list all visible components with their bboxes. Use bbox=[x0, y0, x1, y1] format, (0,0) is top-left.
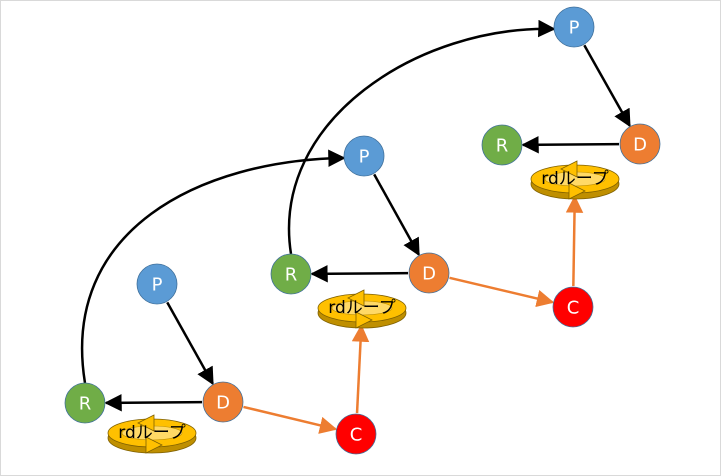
edge-d1-to-c1 bbox=[243, 405, 338, 434]
node-circle bbox=[343, 135, 385, 177]
node-circle bbox=[202, 381, 244, 423]
loop-arrow-right-icon bbox=[355, 311, 373, 329]
node-p-p3: P bbox=[553, 6, 595, 48]
rd-loop-label: rdループ bbox=[541, 169, 608, 189]
loop-arrow-left-icon bbox=[560, 160, 578, 178]
node-circle bbox=[619, 123, 661, 165]
rd-loop-2: rdループ bbox=[317, 289, 407, 329]
loop-arrow-left-icon bbox=[347, 289, 365, 307]
node-d-d1: D bbox=[202, 381, 244, 423]
node-c-c2: C bbox=[552, 286, 594, 328]
node-label: R bbox=[79, 394, 92, 415]
node-circle bbox=[136, 263, 178, 305]
edge-r2-to-p3 bbox=[287, 19, 556, 255]
edge-d2-to-r2 bbox=[310, 264, 409, 283]
edge-d3-to-r3 bbox=[521, 135, 620, 154]
node-p-p1: P bbox=[136, 263, 178, 305]
edges-layer bbox=[80, 19, 631, 434]
edge-d1-to-r1 bbox=[104, 393, 203, 412]
edge-p3-to-d3 bbox=[583, 44, 631, 128]
nodes-layer: P D R C P D R C P D R bbox=[64, 6, 661, 455]
loops-layer: rdループ rdループ rdループ bbox=[107, 160, 620, 454]
node-circle bbox=[552, 286, 594, 328]
edge-p1-to-d1 bbox=[166, 301, 214, 386]
node-r-r2: R bbox=[270, 253, 312, 295]
node-c-c1: C bbox=[335, 413, 377, 455]
node-circle bbox=[408, 252, 450, 294]
node-r-r1: R bbox=[64, 382, 106, 424]
node-r-r3: R bbox=[481, 124, 523, 166]
rd-loop-label: rdループ bbox=[118, 423, 185, 443]
node-label: R bbox=[285, 265, 298, 286]
rd-loop-label: rdループ bbox=[328, 298, 395, 318]
edge-c2-to-loop3 bbox=[565, 195, 584, 287]
node-label: P bbox=[359, 147, 370, 168]
node-circle bbox=[64, 382, 106, 424]
rd-loop-1: rdループ bbox=[107, 414, 197, 454]
node-label: C bbox=[567, 298, 580, 319]
node-label: P bbox=[569, 18, 580, 39]
node-label: R bbox=[496, 136, 509, 157]
edge-d2-to-c2 bbox=[449, 276, 555, 308]
node-d-d3: D bbox=[619, 123, 661, 165]
node-circle bbox=[481, 124, 523, 166]
edge-p2-to-d2 bbox=[373, 173, 420, 257]
node-label: D bbox=[422, 264, 436, 285]
rd-loop-3: rdループ bbox=[530, 160, 620, 200]
node-d-d2: D bbox=[408, 252, 450, 294]
node-circle bbox=[553, 6, 595, 48]
edge-r1-to-p2 bbox=[80, 149, 346, 384]
node-label: P bbox=[152, 275, 163, 296]
edge-c1-to-loop2 bbox=[351, 324, 370, 414]
node-p-p2: P bbox=[343, 135, 385, 177]
node-label: C bbox=[350, 425, 363, 446]
node-label: D bbox=[216, 393, 230, 414]
loop-arrow-right-icon bbox=[568, 182, 586, 200]
loop-arrow-left-icon bbox=[137, 414, 155, 432]
node-circle bbox=[335, 413, 377, 455]
node-circle bbox=[270, 253, 312, 295]
node-label: D bbox=[633, 135, 647, 156]
loop-arrow-right-icon bbox=[145, 436, 163, 454]
